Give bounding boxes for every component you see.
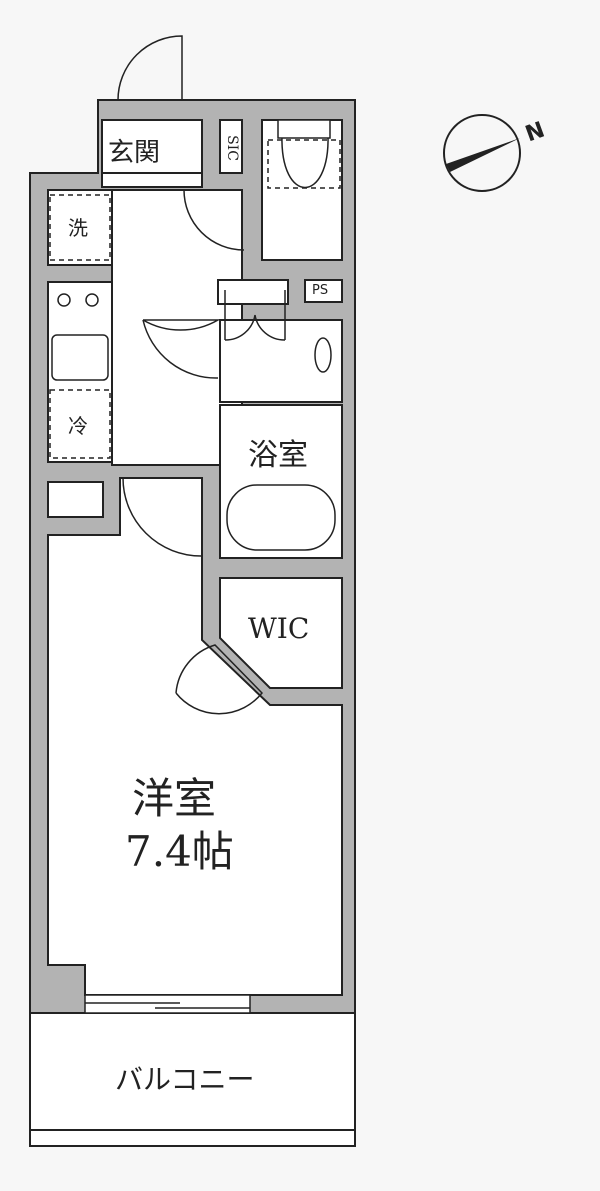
label-balcony: バルコニー — [115, 1063, 255, 1096]
stove — [57, 293, 99, 307]
label-fridge: 冷 — [68, 414, 88, 438]
label-entrance: 玄関 — [108, 138, 161, 168]
label-ps: PS — [312, 283, 329, 298]
doors — [117, 35, 286, 715]
label-sic: SIC — [223, 135, 240, 161]
fixtures — [51, 119, 336, 551]
label-western-room: 洋室 — [132, 774, 217, 823]
label-wic: WIC — [248, 612, 310, 645]
appliance-spaces — [49, 139, 341, 459]
label-bathroom: 浴室 — [248, 438, 308, 473]
label-western-room-size: 7.4帖 — [125, 827, 234, 876]
label-washer: 洗 — [68, 216, 88, 240]
compass-icon — [443, 114, 521, 192]
window — [84, 994, 251, 1014]
